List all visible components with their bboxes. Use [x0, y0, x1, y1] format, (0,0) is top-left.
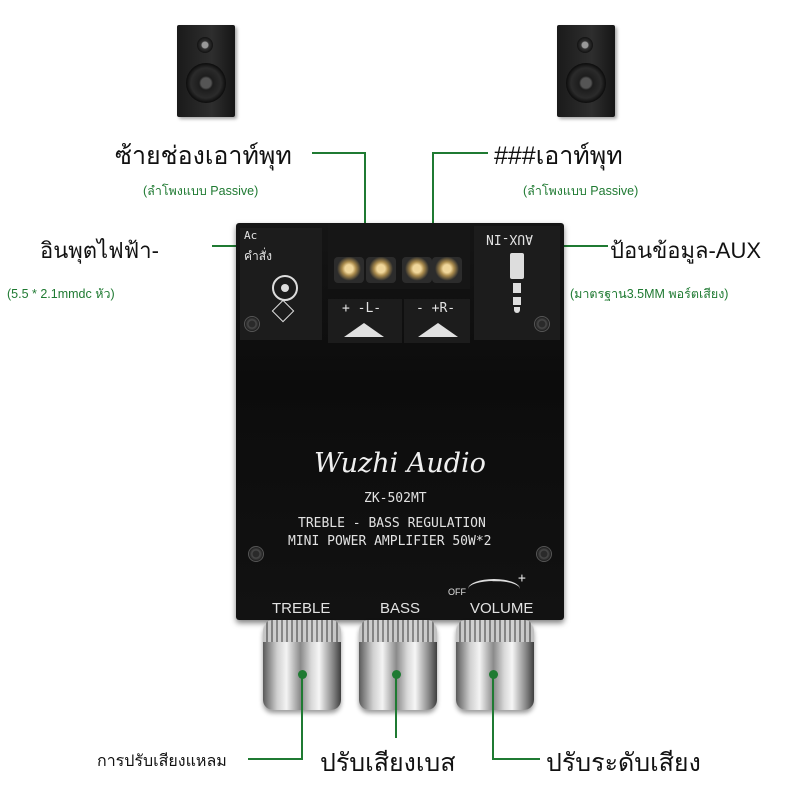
dc-jack-icon[interactable]: [272, 275, 298, 301]
audio-jack-icon[interactable]: [510, 253, 524, 313]
bass-knob[interactable]: [359, 620, 437, 710]
volume-plus-label: +: [518, 571, 526, 586]
aux-in-label: AUX-IN: [486, 231, 533, 246]
power-port-label: คำสั่ง: [244, 249, 272, 263]
left-output-label: ซ้ายช่องเอาท์พุท: [115, 142, 292, 170]
volume-knob-label: VOLUME: [470, 600, 534, 617]
screw-icon: [244, 316, 260, 332]
volume-adjust-label: ปรับระดับเสียง: [546, 749, 701, 777]
model-number: ZK-502MT: [364, 491, 427, 506]
right-speaker-symbol-icon: [418, 323, 458, 337]
right-output-label: ###เอาท์พุท: [494, 142, 623, 170]
right-output-sublabel: (ลำโพงแบบ Passive): [523, 184, 639, 198]
left-output-sublabel: (ลำโพงแบบ Passive): [143, 184, 259, 198]
right-terminal-label: - +R-: [416, 301, 456, 316]
right-terminal-screw-icon: [402, 257, 432, 283]
volume-off-label: OFF: [448, 587, 466, 597]
bass-knob-label: BASS: [380, 600, 421, 617]
left-speaker-icon: [177, 25, 235, 117]
treble-knob-label: TREBLE: [272, 600, 331, 617]
brand-logo: Wuzhi Audio: [314, 448, 486, 479]
left-terminal-label: + -L-: [342, 301, 382, 316]
volume-knob[interactable]: [456, 620, 534, 710]
left-terminal-screw-icon: [334, 257, 364, 283]
amplifier-board: Ac คำสั่ง + -L- - +R- AUX-IN Wuzhi Audio…: [236, 223, 564, 620]
right-terminal-screw-icon: [432, 257, 462, 283]
power-top-text: Ac: [244, 229, 258, 242]
power-input-label: อินพุตไฟฟ้า-: [40, 238, 159, 263]
aux-input-sublabel: (มาตรฐาน3.5MM พอร์ตเสียง): [570, 287, 729, 301]
screw-icon: [534, 316, 550, 332]
volume-arc-icon: [468, 579, 520, 599]
description-line-1: TREBLE - BASS REGULATION: [298, 516, 486, 531]
screw-icon: [248, 546, 264, 562]
power-input-sublabel: (5.5 * 2.1mmdc หัว): [7, 287, 115, 301]
treble-adjust-label: การปรับเสียงแหลม: [97, 753, 227, 770]
bass-adjust-label: ปรับเสียงเบส: [320, 749, 456, 777]
left-speaker-symbol-icon: [344, 323, 384, 337]
aux-input-label: ป้อนข้อมูล-AUX: [610, 238, 762, 263]
left-terminal-screw-icon: [366, 257, 396, 283]
right-speaker-icon: [557, 25, 615, 117]
screw-icon: [536, 546, 552, 562]
description-line-2: MINI POWER AMPLIFIER 50W*2: [288, 534, 492, 549]
